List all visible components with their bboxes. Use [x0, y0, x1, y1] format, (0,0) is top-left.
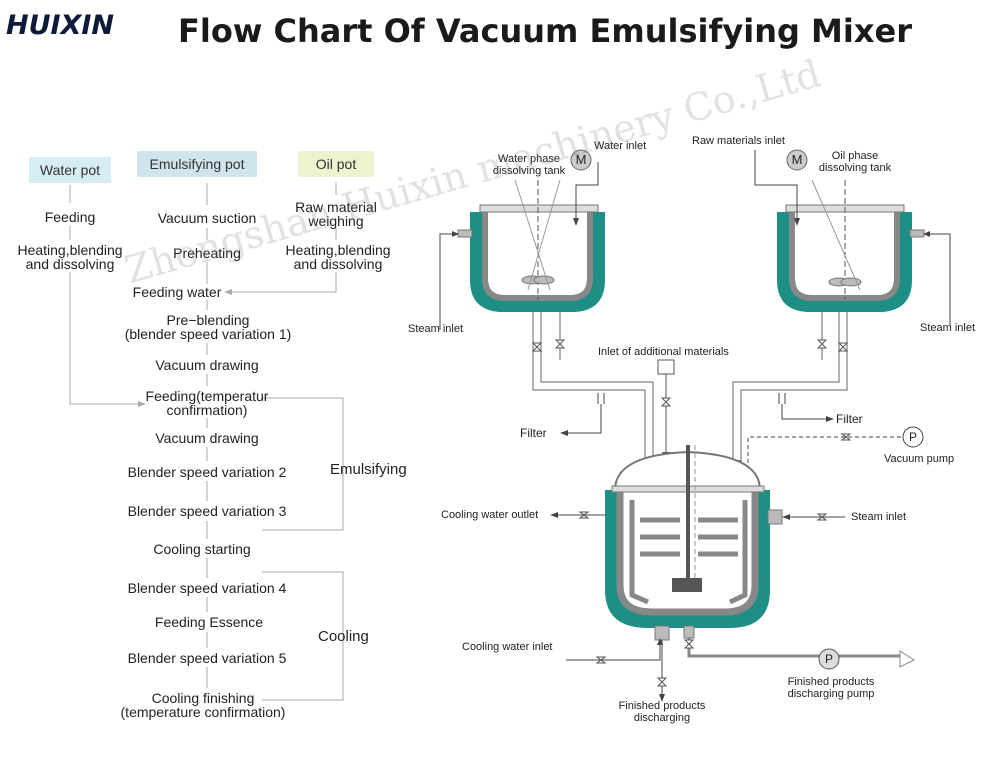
label-filter-left: Filter	[520, 426, 547, 440]
main-step-8: Blender speed variation 2	[127, 464, 287, 480]
main-step-4: Pre−blending (blender speed variation 1)	[124, 312, 292, 342]
label-water-phase-tank: Water phase dissolving tank	[492, 153, 566, 177]
main-step-9: Blender speed variation 3	[127, 503, 287, 519]
label-raw-materials-inlet: Raw materials inlet	[692, 135, 785, 147]
label-oil-phase-tank: Oil phase dissolving tank	[818, 150, 892, 174]
water-pot-header: Water pot	[29, 157, 111, 183]
label-water-inlet: Water inlet	[594, 140, 647, 152]
main-step-12: Feeding Essence	[154, 614, 264, 630]
label-inlet-additional: Inlet of additional materials	[598, 346, 729, 358]
water-step-feeding: Feeding	[44, 209, 96, 225]
main-step-3: Feeding water	[132, 284, 222, 300]
emulsifying-pot-header: Emulsifying pot	[137, 151, 257, 177]
oil-step-weighing: Raw material weighing	[295, 199, 377, 229]
label-filter-right: Filter	[836, 412, 863, 426]
page-title: Flow Chart Of Vacuum Emulsifying Mixer	[178, 12, 912, 50]
brand-logo: HUIXIN	[6, 10, 115, 41]
main-step-2: Preheating	[173, 245, 241, 261]
label-finished-pump: Finished products discharging pump	[787, 676, 875, 700]
main-emulsifying-tank	[605, 445, 783, 641]
main-step-14: Cooling finishing (temperature confirmat…	[120, 690, 286, 720]
phase-cooling-label: Cooling	[318, 628, 369, 645]
label-vacuum-pump: Vacuum pump	[884, 453, 955, 465]
oil-phase-tank	[777, 149, 925, 312]
label-steam-inlet-left: Steam inlet	[408, 323, 464, 335]
main-step-7: Vacuum drawing	[155, 430, 259, 446]
water-step-heating: Heating,blending and dissolving	[17, 242, 123, 272]
main-step-1: Vacuum suction	[157, 210, 257, 226]
label-steam-inlet-right: Steam inlet	[920, 322, 976, 334]
water-phase-tank	[457, 149, 605, 312]
pump-icon-vacuum: P	[908, 430, 917, 444]
motor-icon-right: M	[791, 152, 803, 167]
motor-icon-left: M	[575, 152, 587, 167]
label-finished-discharging: Finished products discharging	[618, 700, 706, 724]
main-step-13: Blender speed variation 5	[127, 650, 287, 666]
oil-step-heating: Heating,blending and dissolving	[285, 242, 391, 272]
main-step-5: Vacuum drawing	[155, 357, 259, 373]
label-steam-inlet-main: Steam inlet	[851, 511, 907, 523]
main-step-10: Cooling starting	[153, 541, 251, 557]
main-step-11: Blender speed variation 4	[127, 580, 287, 596]
label-cooling-water-outlet: Cooling water outlet	[441, 509, 539, 521]
pump-icon-discharge: P	[824, 652, 833, 666]
label-cooling-water-inlet: Cooling water inlet	[462, 641, 553, 653]
oil-pot-header: Oil pot	[298, 151, 374, 177]
phase-emulsifying-label: Emulsifying	[330, 461, 407, 478]
main-step-6: Feeding(temperatur confirmation)	[145, 388, 269, 418]
